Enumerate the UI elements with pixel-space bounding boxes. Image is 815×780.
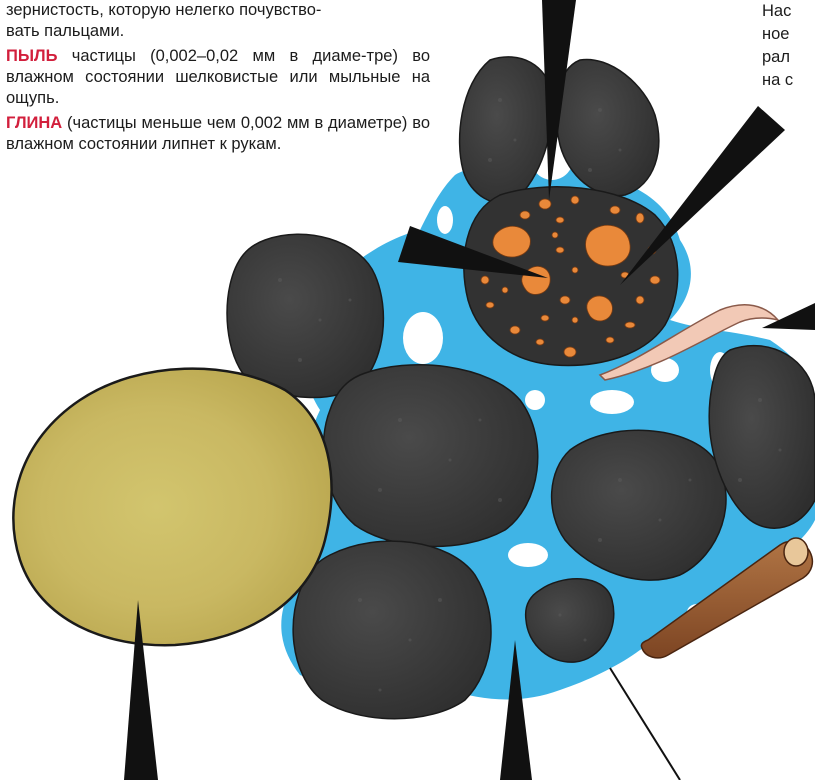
right-fragment-1: Нас: [762, 0, 815, 23]
sand-line-1: зернистость, которую нелегко почувство-: [6, 1, 321, 19]
silt-term: ПЫЛЬ: [6, 47, 57, 65]
aggregate-clod: [464, 187, 678, 366]
sand-grain: [13, 369, 331, 646]
stone-left-middle: [227, 234, 383, 397]
silt-paragraph: ПЫЛЬ частицы (0,002–0,02 мм в диаме-тре)…: [6, 46, 430, 109]
silt-description: частицы (0,002–0,02 мм в диаме-тре) во в…: [6, 47, 430, 107]
cut-off-right-text: Нас ное рал на с: [762, 0, 815, 92]
stone-bottom-center: [293, 541, 491, 719]
sand-line-2: вать пальцами.: [6, 22, 124, 40]
sand-description-tail: зернистость, которую нелегко почувство- …: [6, 0, 430, 42]
soil-texture-text: зернистость, которую нелегко почувство- …: [6, 0, 430, 159]
pointer-line-small-stone: [610, 668, 680, 780]
right-fragment-4: на с: [762, 69, 815, 92]
clay-term: ГЛИНА: [6, 114, 62, 132]
right-fragment-3: рал: [762, 46, 815, 69]
stone-center: [323, 365, 537, 547]
clay-paragraph: ГЛИНА (частицы меньше чем 0,002 мм в диа…: [6, 113, 430, 155]
right-fragment-2: ное: [762, 23, 815, 46]
clay-description: (частицы меньше чем 0,002 мм в диаметре)…: [6, 114, 430, 153]
